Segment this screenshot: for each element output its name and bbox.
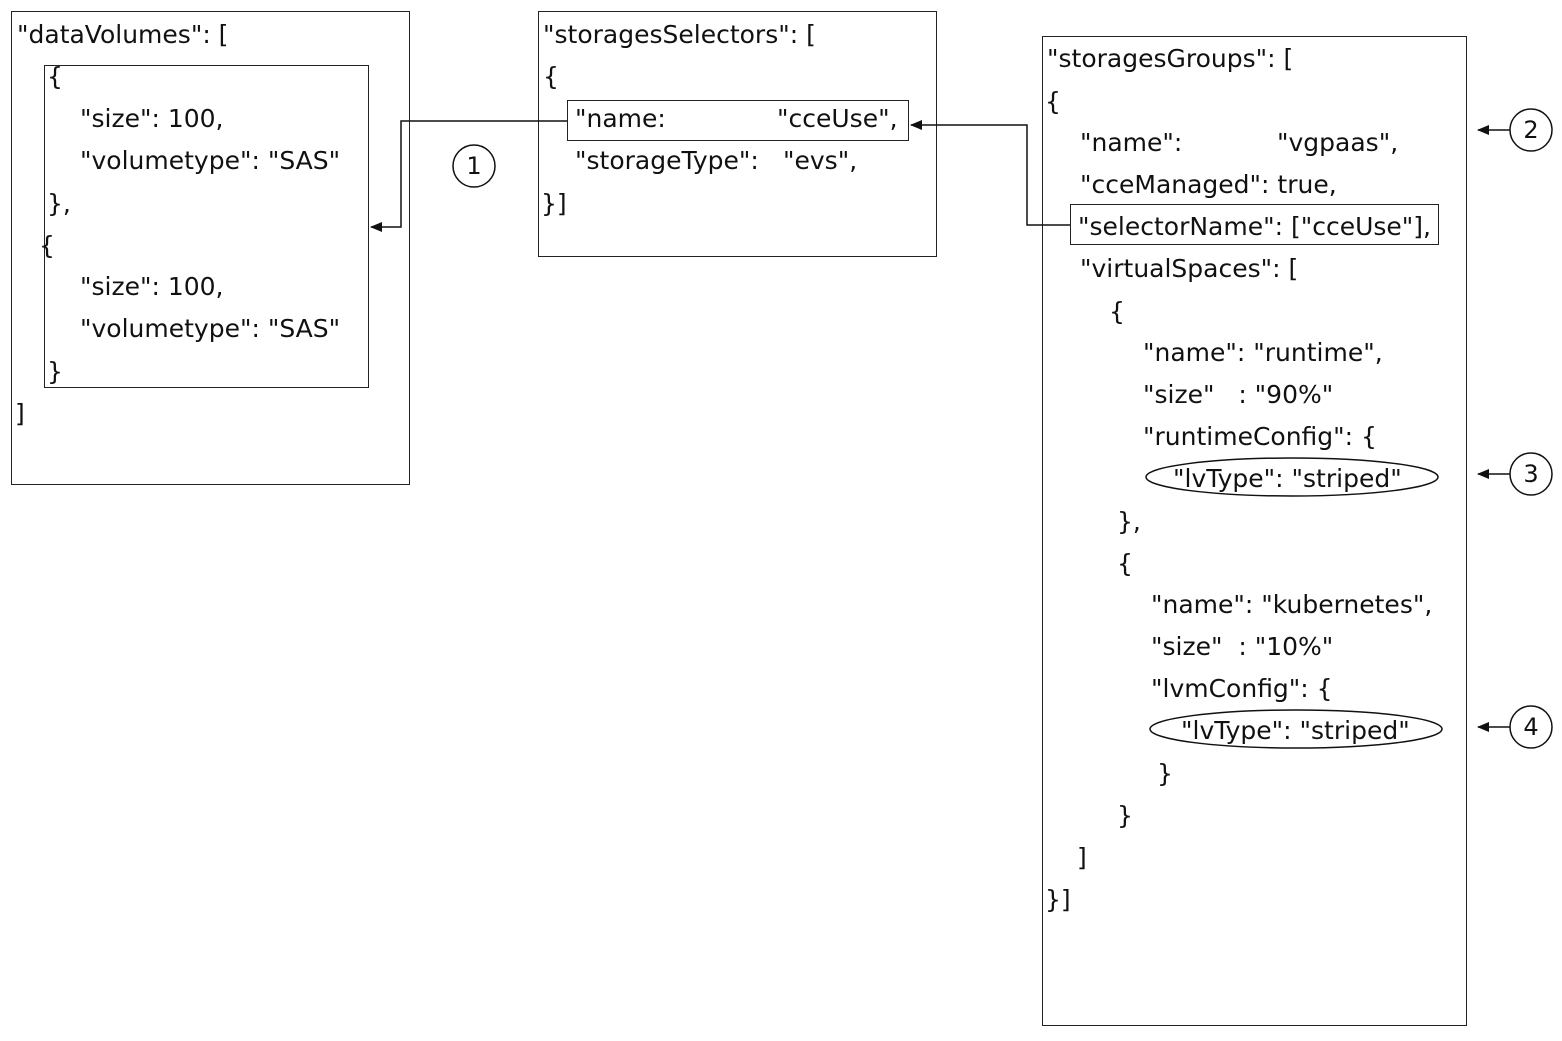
dv-item1-type: "volumetype": "SAS" (80, 146, 341, 175)
dv-item2-close: } (47, 357, 63, 386)
ss-name-highlight (567, 100, 909, 141)
dv-item1-open: { (47, 62, 63, 91)
dv-item2-size: "size": 100, (80, 272, 224, 301)
vs1-open: { (1109, 297, 1125, 326)
data-volumes-box (11, 11, 410, 485)
dv-item2-type: "volumetype": "SAS" (80, 314, 341, 343)
sg-virtual-spaces: "virtualSpaces": [ (1080, 254, 1299, 283)
dv-item1-close: }, (47, 189, 71, 218)
vs2-lvtype: "lvType": "striped" (1181, 716, 1410, 745)
ss-storage-type-key: "storageType": (575, 146, 759, 175)
sg-open: { (1045, 87, 1061, 116)
ss-close: }] (541, 189, 567, 218)
sg-name-key: "name": (1080, 128, 1183, 157)
ss-open: { (543, 62, 559, 91)
ss-name-value: "cceUse", (777, 104, 898, 133)
data-volumes-header: "dataVolumes": [ (17, 20, 229, 49)
vs2-close: } (1117, 801, 1133, 830)
dv-item2-open: { (39, 231, 55, 260)
dv-item1-size: "size": 100, (80, 104, 224, 133)
ss-header: "storagesSelectors": [ (543, 20, 816, 49)
vs1-name: "name": "runtime", (1143, 338, 1383, 367)
sg-close: }] (1045, 885, 1071, 914)
vs2-config: "lvmConfig": { (1151, 674, 1333, 703)
vs2-size: "size" : "10%" (1151, 632, 1334, 661)
sg-name-value: "vgpaas", (1277, 128, 1399, 157)
sg-header: "storagesGroups": [ (1047, 44, 1294, 73)
ss-name-key: "name: (575, 104, 666, 133)
vs1-size: "size" : "90%" (1143, 380, 1334, 409)
callout-4-label: 4 (1523, 713, 1539, 741)
vs2-name: "name": "kubernetes", (1151, 590, 1433, 619)
storages-groups-box (1042, 36, 1467, 1026)
vs2-close-inner: } (1157, 759, 1173, 788)
callout-3-label: 3 (1523, 460, 1539, 488)
vs1-lvtype: "lvType": "striped" (1173, 464, 1402, 493)
callout-1-label: 1 (466, 152, 482, 180)
sg-cce-managed: "cceManaged": true, (1080, 170, 1337, 199)
vs-close: ] (1077, 843, 1087, 872)
callout-2-label: 2 (1523, 116, 1539, 144)
sg-selector-highlight (1070, 204, 1439, 245)
ss-storage-type-value: "evs", (783, 146, 858, 175)
vs1-close: }, (1117, 507, 1141, 536)
sg-selector-name: "selectorName": ["cceUse"], (1078, 212, 1432, 241)
vs1-config: "runtimeConfig": { (1143, 422, 1377, 451)
vs2-open: { (1117, 549, 1133, 578)
data-volumes-inner-box (44, 65, 369, 388)
dv-footer: ] (15, 399, 25, 428)
